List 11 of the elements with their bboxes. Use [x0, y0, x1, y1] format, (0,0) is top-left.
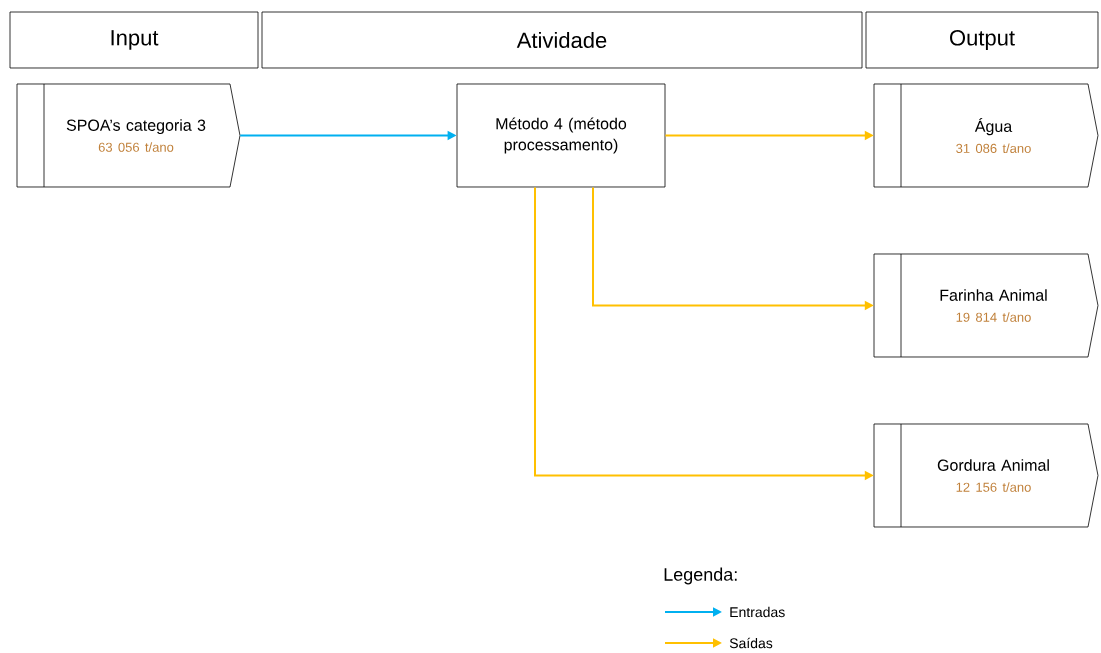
- pentagon-box: SPOA’s categoria 3 63 056 t/ano: [16, 83, 241, 188]
- legend-title: Legenda:: [664, 567, 737, 585]
- legend-text: Entradas: [730, 606, 785, 618]
- column-header: Output: [865, 11, 1099, 69]
- pentagon-box: Farinha Animal 19 814 t/ano: [873, 253, 1099, 358]
- column-header: Atividade: [261, 11, 863, 69]
- pentagon-box: Gordura Animal 12 156 t/ano: [873, 423, 1099, 528]
- legend-text: Saídas: [729, 637, 773, 649]
- process-box: Método 4 (método processamento): [456, 83, 666, 188]
- pentagon-box: Água 31 086 t/ano: [873, 83, 1099, 188]
- column-header: Input: [9, 11, 259, 69]
